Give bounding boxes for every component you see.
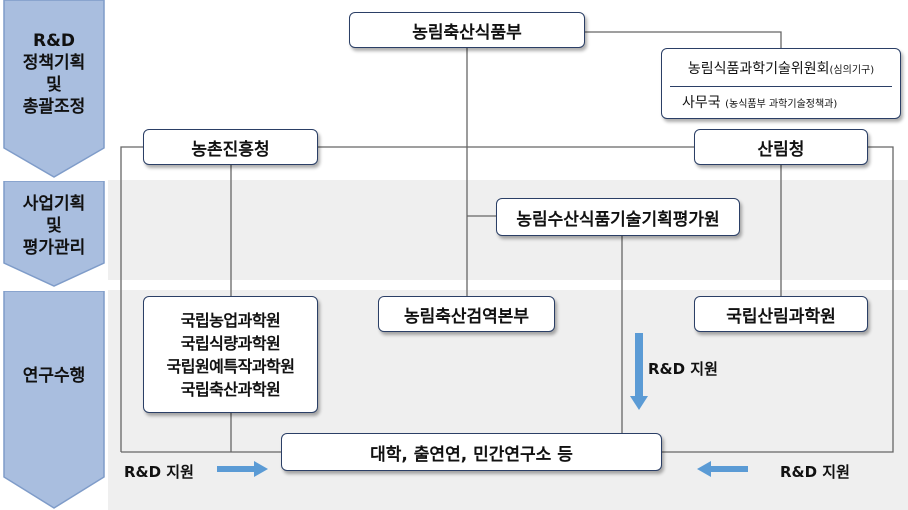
rd-support-label-center: R&D 지원 — [648, 360, 718, 378]
secretariat-row: 사무국 (농식품부 과학기술정책과) — [682, 92, 837, 112]
down-arrow-icon — [630, 333, 648, 410]
secretariat-name: 사무국 — [682, 95, 721, 111]
committee-note: (심의기구) — [829, 65, 875, 76]
institute-animal-science: 국립축산과학원 — [180, 379, 281, 399]
institute-agricultural-science: 국립농업과학원 — [180, 310, 281, 330]
institute-horticultural-science: 국립원예특작과학원 — [166, 356, 295, 376]
stage-planning: 사업기획 및 평가관리 — [3, 181, 105, 287]
rda-left-connector — [120, 146, 143, 452]
stage-policy: R&D 정책기획 및 총괄조정 — [3, 0, 105, 178]
committee-divider — [670, 86, 892, 87]
stage-policy-line-3: 및 — [46, 75, 62, 95]
secretariat-note: (농식품부 과학기술정책과) — [725, 99, 838, 110]
committee-row: 농림식품과학기술위원회(심의기구) — [662, 58, 900, 78]
stage-policy-line-4: 총괄조정 — [22, 97, 86, 117]
forest-right-connector — [662, 146, 894, 453]
universities-box: 대학, 출연연, 민간연구소 등 — [281, 433, 662, 471]
institute-crop-science: 국립식량과학원 — [180, 333, 281, 353]
stage-research-line-1: 연구수행 — [22, 366, 86, 386]
right-arrow-icon — [217, 461, 268, 477]
stage-research: 연구수행 — [3, 291, 105, 509]
left-arrow-icon — [697, 461, 748, 477]
forest-service-box: 산림청 — [694, 129, 868, 165]
ministry-committee-connector — [585, 31, 782, 49]
stage-planning-line-2: 및 — [46, 216, 62, 236]
committee-name: 농림식품과학기술위원회 — [687, 61, 830, 77]
rda-institutes-box: 국립농업과학원 국립식량과학원 국립원예특작과학원 국립축산과학원 — [143, 296, 318, 413]
rda-box: 농촌진흥청 — [143, 129, 318, 165]
stage-policy-line-1: R&D — [32, 31, 76, 51]
stage-planning-line-3: 평가관리 — [22, 238, 86, 258]
ministry-box: 농림축산식품부 — [349, 12, 585, 48]
rd-support-label-right: R&D 지원 — [780, 463, 850, 481]
stage-policy-line-2: 정책기획 — [22, 53, 86, 73]
forest-institute-box: 국립산림과학원 — [694, 296, 868, 332]
quarantine-box: 농림축산검역본부 — [378, 296, 555, 332]
stage-planning-line-1: 사업기획 — [22, 194, 86, 214]
committee-box: 농림식품과학기술위원회(심의기구) 사무국 (농식품부 과학기술정책과) — [661, 48, 901, 119]
rd-support-label-left: R&D 지원 — [124, 463, 194, 481]
ipet-box: 농림수산식품기술기획평가원 — [496, 198, 740, 236]
